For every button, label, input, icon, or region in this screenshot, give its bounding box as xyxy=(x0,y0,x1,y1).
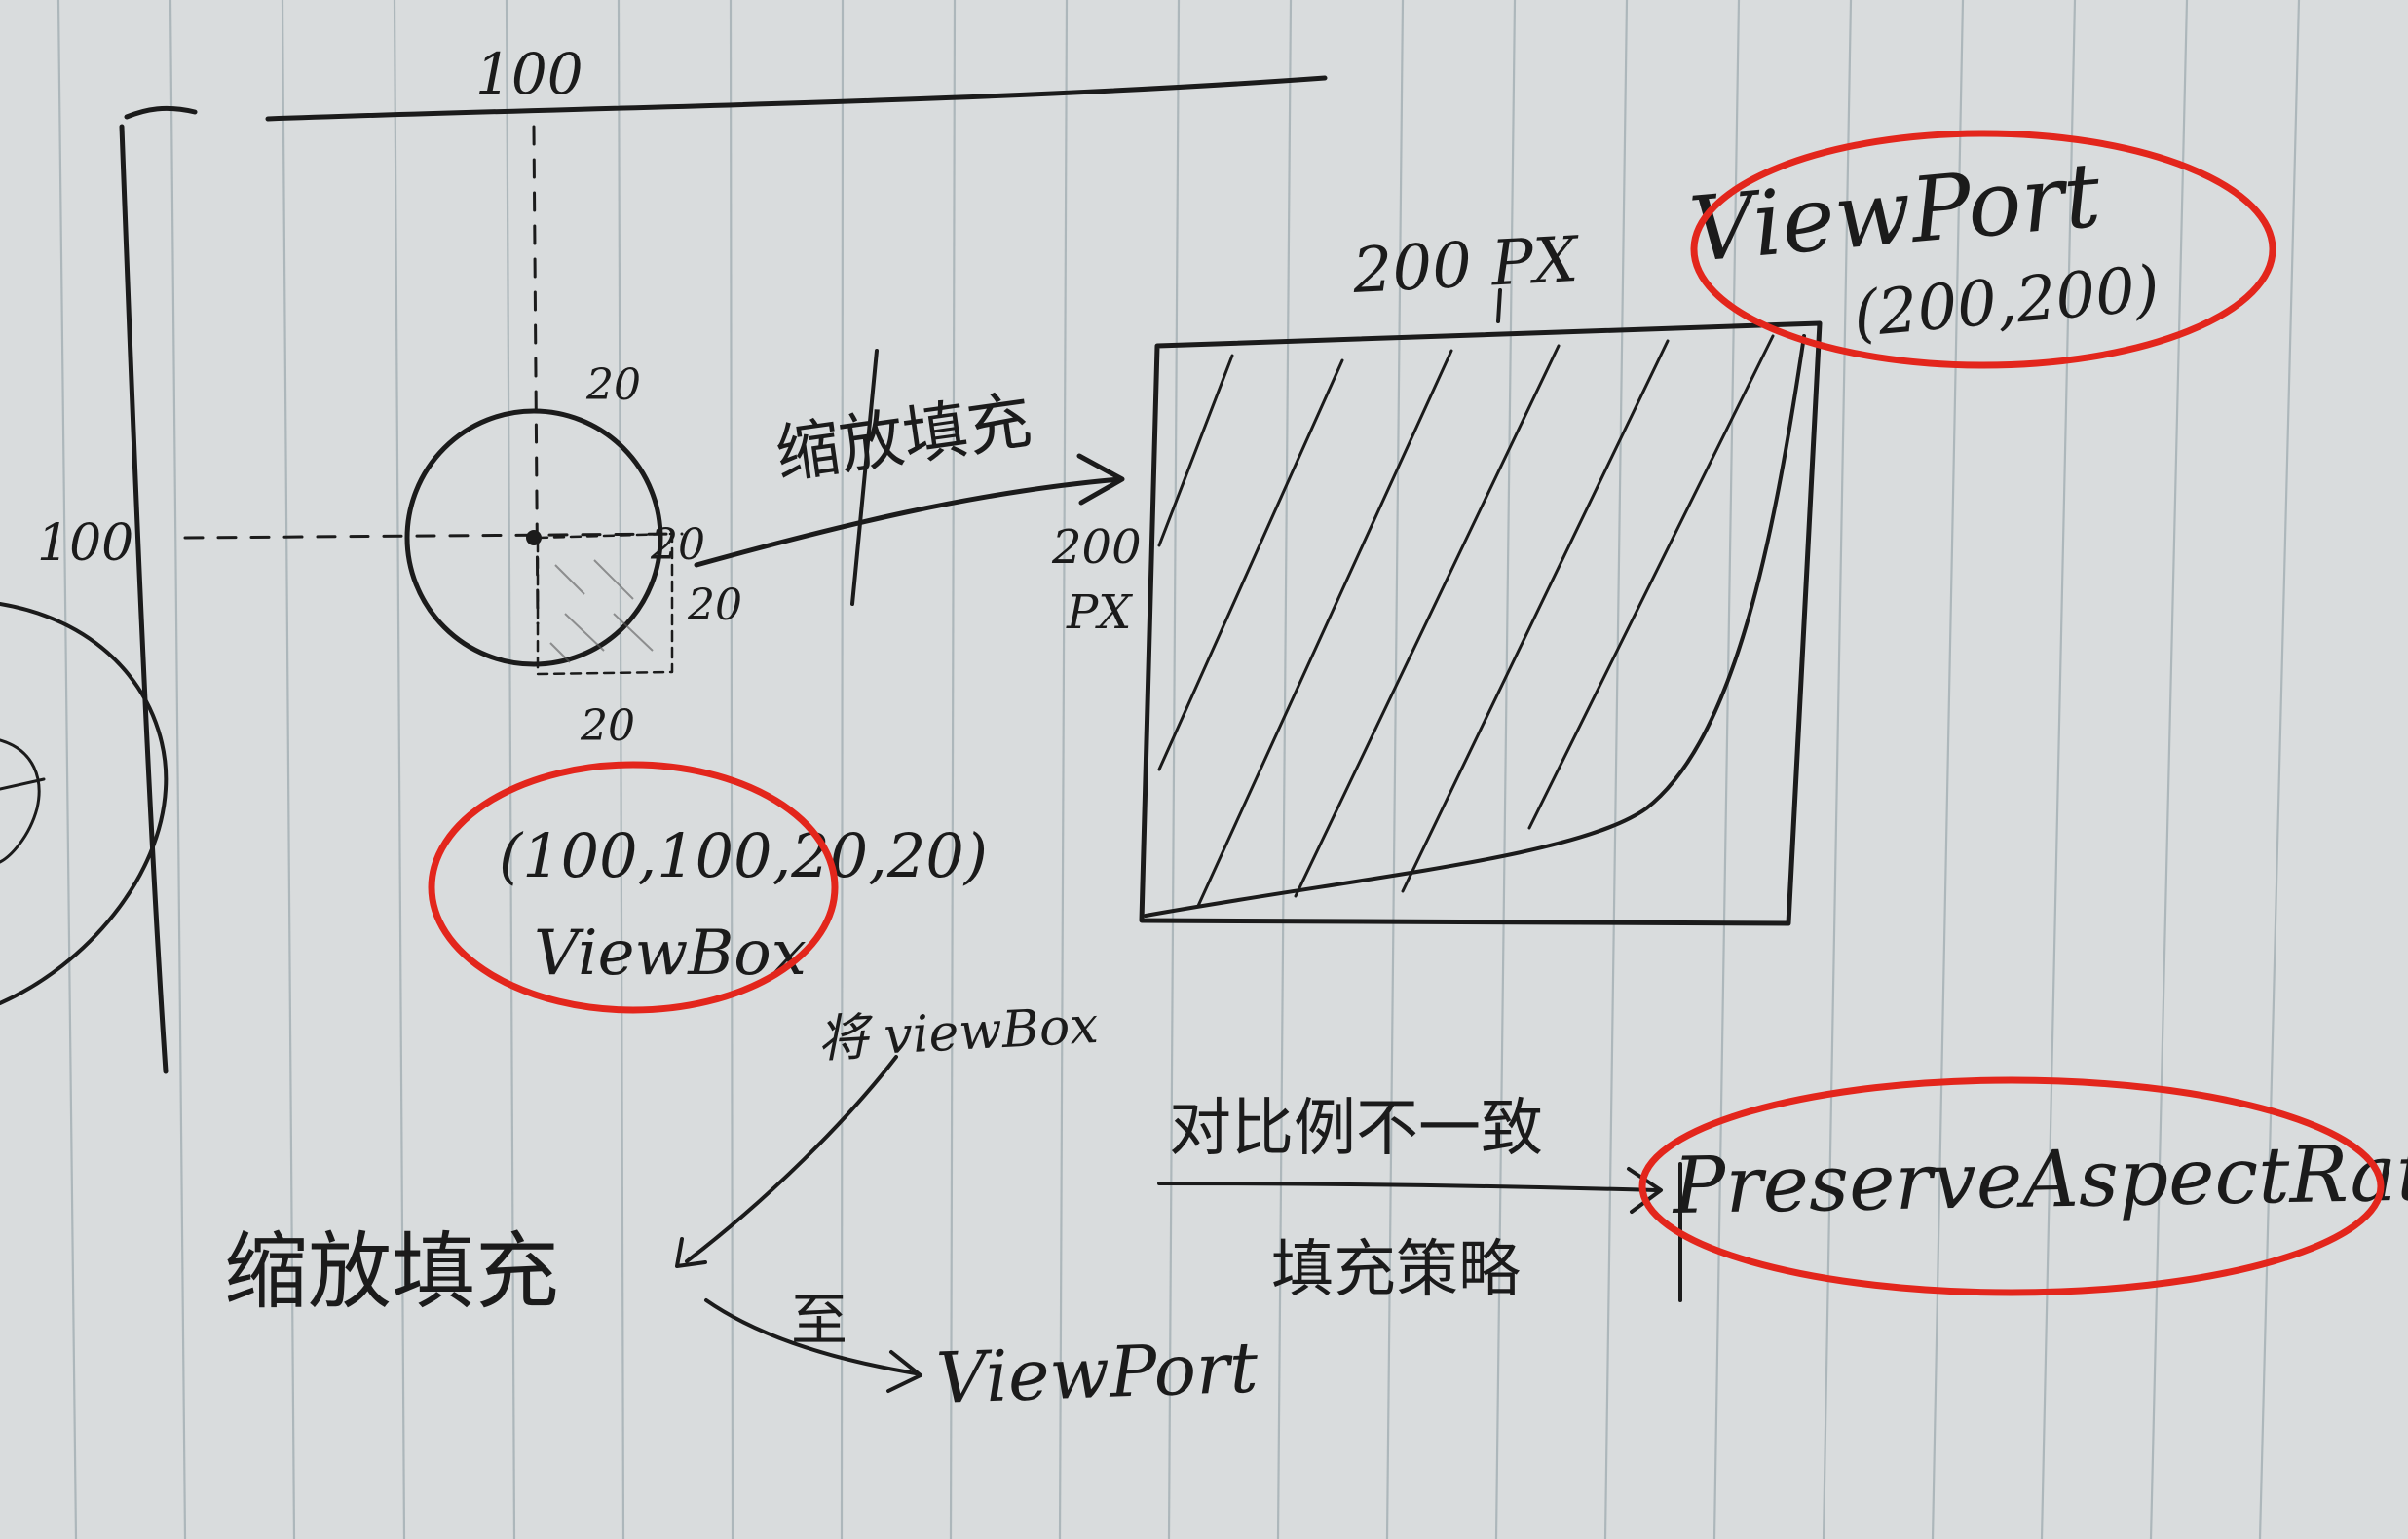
bottom-lower-branch-target: ViewPort xyxy=(935,1326,1260,1419)
preserve-aspect-ratio-text: PreserveAspectRatio xyxy=(1671,1126,2408,1231)
viewport-rectangle xyxy=(1139,288,1823,926)
circle-radius-label-top: 20 xyxy=(585,360,641,410)
top-width-label: 100 xyxy=(475,41,583,107)
viewport-height-label-number: 200 xyxy=(1051,520,1142,575)
ratio-note-line-1: 对比例不一致 xyxy=(1169,1093,1543,1165)
viewport-value-text: (200,200) xyxy=(1851,253,2163,352)
viewport-name-text: ViewPort xyxy=(1686,142,2106,282)
scale-fill-arrow xyxy=(694,349,1125,606)
bottom-lower-branch-connector: 至 xyxy=(791,1287,847,1353)
left-height-label: 100 xyxy=(37,514,133,573)
viewport-highlight-ring xyxy=(1690,130,2276,369)
viewport-hatching xyxy=(1144,334,1806,918)
viewbox-coordinate-frame xyxy=(119,75,1328,1074)
viewbox-value-text: (100,100,20,20) xyxy=(499,820,988,891)
ratio-note-line-2: 填充策略 xyxy=(1271,1234,1521,1306)
margin-partial-ellipse xyxy=(0,602,169,1005)
square-side-label-right: 20 xyxy=(650,520,705,570)
viewbox-circle xyxy=(404,408,663,667)
bottom-left-phrase: 缩放填充 xyxy=(224,1223,559,1321)
viewbox-name-text: ViewBox xyxy=(534,918,807,990)
viewbox-square-region xyxy=(536,532,674,676)
bottom-upper-branch-label: 将 viewBox xyxy=(816,996,1100,1070)
scale-fill-arrow-label: 缩放填充 xyxy=(771,383,1036,493)
circle-radius-label-right: 20 xyxy=(687,581,742,630)
viewport-height-label-unit: PX xyxy=(1066,585,1133,640)
viewport-width-label: 200 PX xyxy=(1350,224,1582,308)
preserve-aspect-ratio-highlight-ring xyxy=(1638,1076,2385,1296)
viewbox-highlight-ring xyxy=(428,761,839,1014)
paper-rules xyxy=(56,0,2301,1539)
square-side-label-bottom: 20 xyxy=(580,701,635,751)
